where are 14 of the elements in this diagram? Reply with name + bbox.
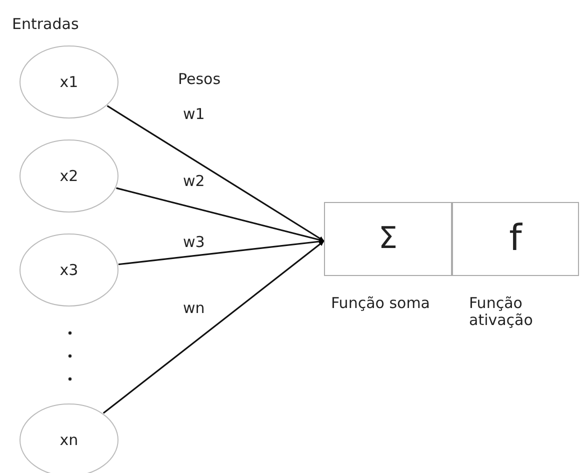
- column-heading: Entradas: [12, 16, 79, 33]
- input-label: x2: [60, 168, 78, 184]
- input-label: x3: [60, 262, 78, 278]
- arrow: [116, 187, 324, 242]
- arrow: [102, 240, 324, 414]
- function-symbol: Σ: [378, 224, 398, 254]
- arrow: [118, 239, 324, 266]
- input-label: x1: [60, 74, 78, 90]
- weights-heading: Pesos: [178, 71, 221, 88]
- function-symbol: f: [509, 221, 522, 257]
- arrow: [106, 105, 324, 242]
- function-caption: Função soma: [331, 295, 432, 312]
- function-caption: Função ativação: [469, 295, 534, 329]
- input-label: xn: [60, 432, 78, 448]
